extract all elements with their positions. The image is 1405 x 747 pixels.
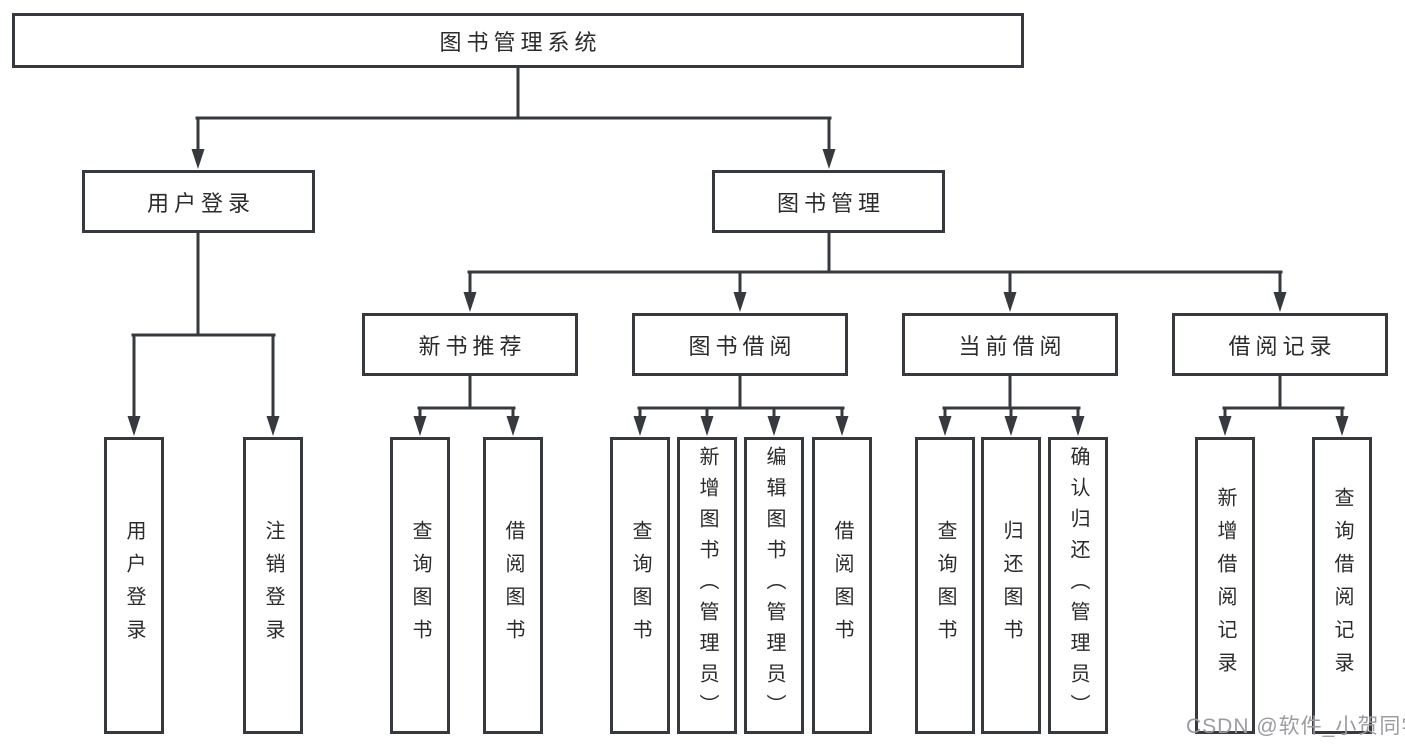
node-borrow-records: 借阅记录	[1172, 313, 1388, 376]
node-label: 注销登录	[262, 519, 284, 652]
watermark: CSDN @软件_小贺同学	[1186, 715, 1405, 738]
node-label: 新增借阅记录	[1214, 486, 1236, 685]
leaf-confirm-return-admin: 确认归还（管理员）	[1048, 437, 1108, 734]
node-label: 图书管理	[776, 190, 885, 216]
node-label: 编辑图书（管理员）	[763, 446, 785, 725]
node-label: 借阅记录	[1228, 333, 1337, 359]
node-label: 查询借阅记录	[1331, 486, 1353, 685]
leaf-user-login: 用户登录	[104, 437, 164, 734]
node-book-management: 图书管理	[712, 170, 945, 233]
leaf-add-books-admin: 新增图书（管理员）	[677, 437, 737, 734]
node-root: 图书管理系统	[12, 13, 1024, 68]
node-label: 归还图书	[1000, 519, 1022, 652]
leaf-add-borrow-record: 新增借阅记录	[1195, 437, 1255, 734]
node-label: 图书借阅	[688, 333, 797, 359]
node-label: 借阅图书	[502, 519, 524, 652]
node-label: 用户登录	[146, 190, 255, 216]
leaf-logout: 注销登录	[243, 437, 303, 734]
leaf-return-books: 归还图书	[981, 437, 1041, 734]
leaf-query-books-current: 查询图书	[915, 437, 975, 734]
node-label: 确认归还（管理员）	[1067, 446, 1089, 725]
node-book-borrow: 图书借阅	[632, 313, 848, 376]
node-label: 查询图书	[934, 519, 956, 652]
node-label: 查询图书	[629, 519, 651, 652]
node-new-book-recommend: 新书推荐	[362, 313, 578, 376]
node-user-login: 用户登录	[82, 170, 315, 233]
node-label: 当前借阅	[958, 333, 1067, 359]
node-label: 借阅图书	[831, 519, 853, 652]
leaf-borrow-books: 借阅图书	[812, 437, 872, 734]
node-label: 新书推荐	[418, 333, 527, 359]
leaf-query-books-borrow: 查询图书	[610, 437, 670, 734]
node-label: 查询图书	[409, 519, 431, 652]
leaf-edit-books-admin: 编辑图书（管理员）	[744, 437, 804, 734]
leaf-borrow-books-recommend: 借阅图书	[483, 437, 543, 734]
node-label: 用户登录	[123, 519, 145, 652]
node-current-borrow: 当前借阅	[902, 313, 1118, 376]
leaf-query-books-recommend: 查询图书	[390, 437, 450, 734]
node-label: 图书管理系统	[439, 29, 602, 55]
leaf-query-borrow-record: 查询借阅记录	[1312, 437, 1372, 734]
node-label: 新增图书（管理员）	[696, 446, 718, 725]
